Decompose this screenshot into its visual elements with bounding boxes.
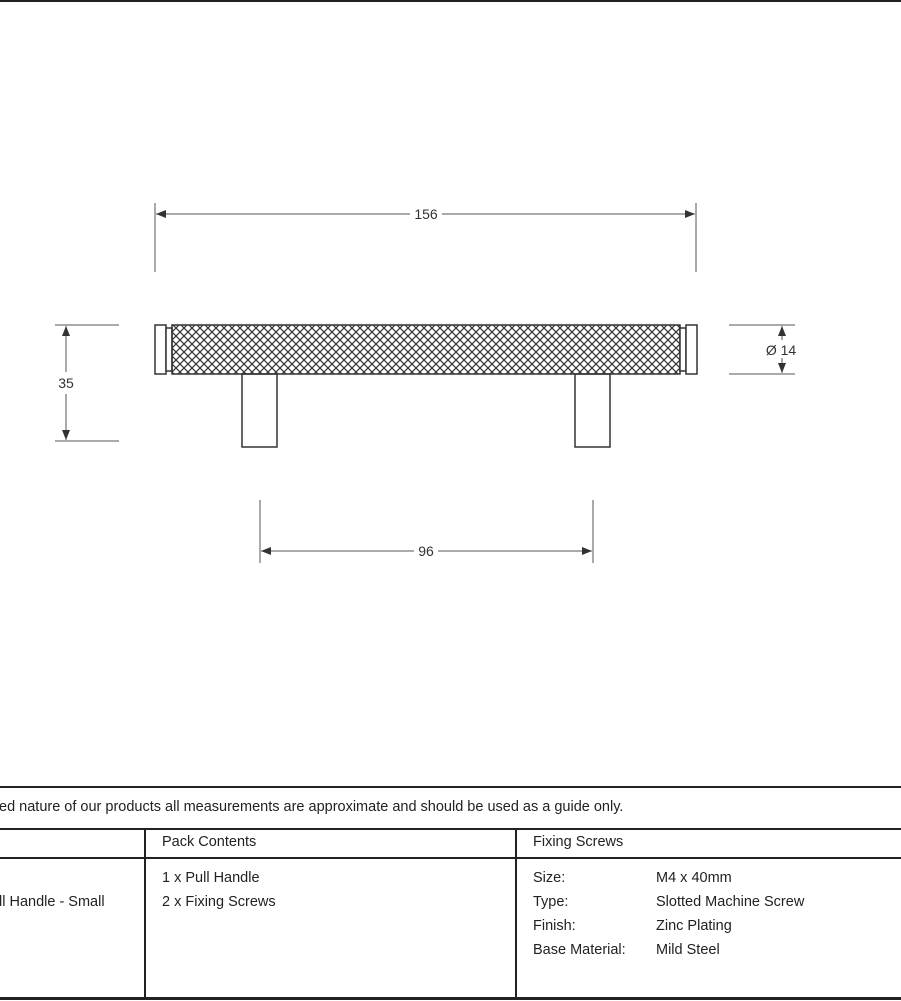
- disclaimer-note: ed nature of our products all measuremen…: [0, 799, 624, 815]
- dimension-overall-length: 156: [154, 203, 697, 272]
- handle-leg-right: [574, 373, 611, 448]
- handle-leg-left: [241, 373, 278, 448]
- pack-item: 1 x Pull Handle: [162, 870, 260, 886]
- spec-value: Zinc Plating: [656, 918, 732, 934]
- dimension-centres: 96: [259, 500, 594, 563]
- dimension-label: 156: [414, 206, 438, 222]
- dimension-diameter: Ø 14: [729, 324, 797, 375]
- column-divider: [515, 829, 517, 999]
- pack-contents-header: Pack Contents: [162, 834, 257, 850]
- product-name: ll Handle - Small: [0, 894, 105, 910]
- divider: [0, 857, 901, 859]
- pull-handle-drawing: [154, 324, 698, 448]
- spec-value: Slotted Machine Screw: [656, 894, 805, 910]
- pack-item: 2 x Fixing Screws: [162, 894, 276, 910]
- dimension-label: 35: [58, 375, 74, 391]
- spec-label: Type:: [533, 894, 569, 910]
- divider: [0, 828, 901, 830]
- spec-label: Finish:: [533, 918, 576, 934]
- spec-value: Mild Steel: [656, 942, 720, 958]
- dimension-label: 96: [418, 543, 434, 559]
- technical-drawing: 156 35 Ø 14 96: [0, 0, 901, 563]
- dimension-label: Ø 14: [766, 342, 797, 358]
- knurled-bar: [171, 324, 681, 375]
- spec-label: Base Material:: [533, 942, 626, 958]
- collar-left: [165, 327, 173, 372]
- dimension-height: 35: [55, 324, 119, 442]
- column-divider: [144, 829, 146, 999]
- end-cap-right: [685, 324, 698, 375]
- end-cap-left: [154, 324, 167, 375]
- divider: [0, 997, 901, 1000]
- fixing-screws-header: Fixing Screws: [533, 834, 624, 850]
- spec-label: Size:: [533, 870, 566, 886]
- divider: [0, 786, 901, 788]
- collar-right: [679, 327, 687, 372]
- spec-value: M4 x 40mm: [656, 870, 732, 886]
